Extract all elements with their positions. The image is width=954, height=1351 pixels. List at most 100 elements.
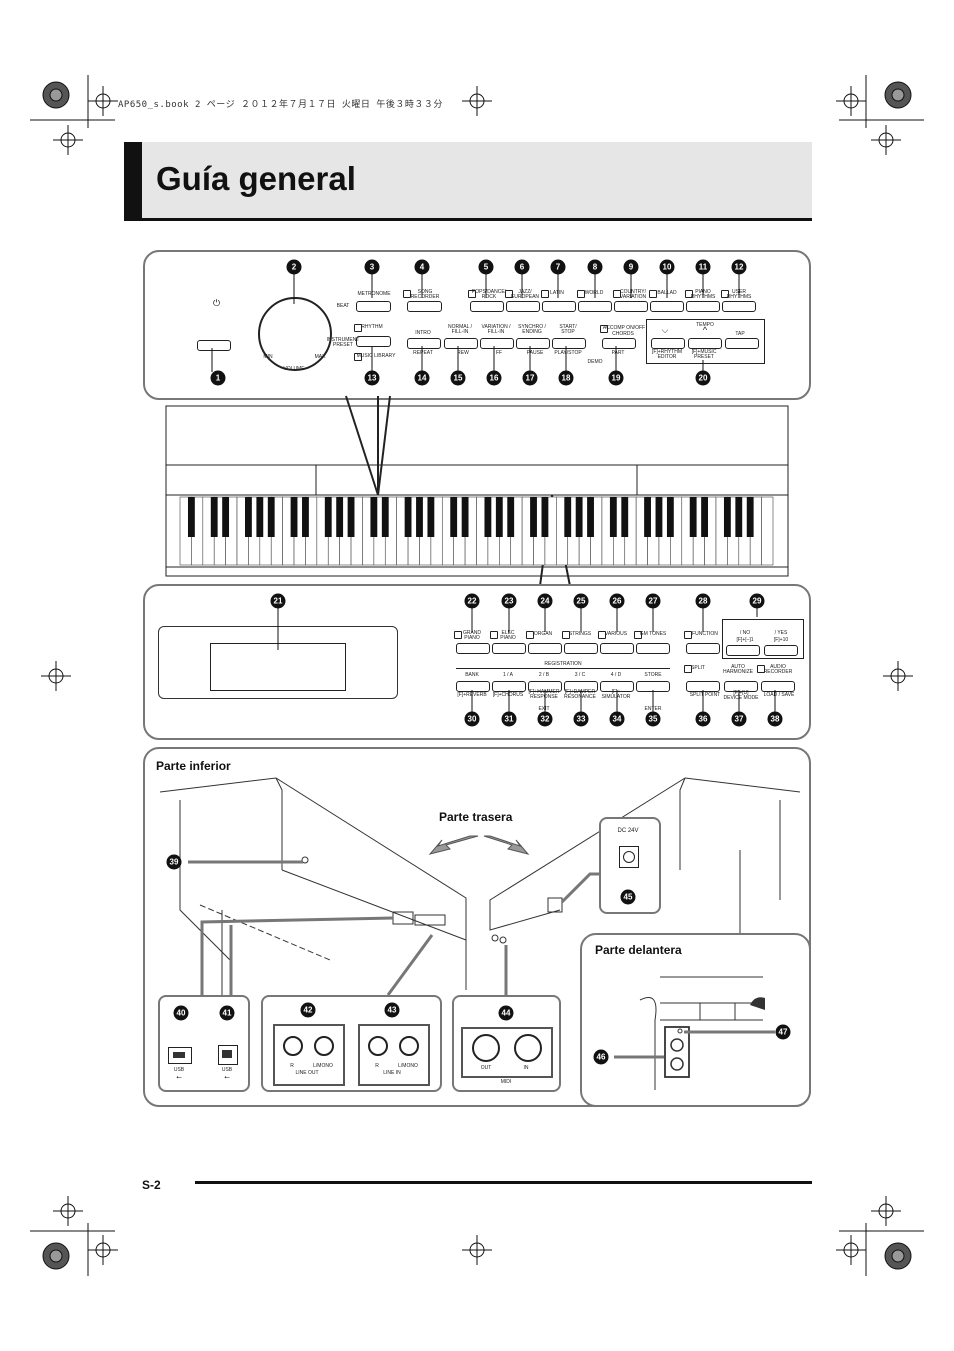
synchro-button[interactable] [516,338,550,349]
callout-42: 42 [300,1002,316,1018]
line-out-r-jack[interactable] [283,1036,303,1056]
metronome-button[interactable] [356,301,391,312]
tone-led-5 [598,631,606,639]
category-button-user-rhythms[interactable] [722,301,756,312]
tone-button-gm-tones[interactable] [636,643,670,654]
pause-label: PAUSE [526,350,544,356]
accomp-led [600,325,608,333]
title-band [124,142,812,221]
parte-delantera-label: Parte delantera [595,943,682,957]
category-button-latin[interactable] [542,301,576,312]
callout-45: 45 [620,889,636,905]
rhythm-button[interactable] [356,336,391,347]
reg-label-4d: 4 / D [610,672,622,678]
category-led-3 [541,290,549,298]
function-button[interactable] [686,643,720,654]
tone-button-various[interactable] [600,643,634,654]
callout-2: 2 [286,259,302,275]
midi-out-jack[interactable] [472,1034,500,1062]
tone-label-elec-piano: ELEC PIANO [500,630,516,641]
tap-button[interactable] [725,338,759,349]
split-led [684,665,692,673]
tone-button-strings[interactable] [564,643,598,654]
volume-knob[interactable] [258,297,332,371]
tempo-down-button[interactable] [651,338,685,349]
start-stop-button[interactable] [552,338,586,349]
synchro-label: SYNCHRO / ENDING [518,324,546,335]
black-key [735,497,743,537]
book-header-line: AP650_s.book 2 ページ ２０１２年７月１７日 火曜日 午後３時３３… [118,100,443,110]
accomp-label: ACCOMP ON/OFF [602,325,646,331]
category-button-jazz[interactable] [506,301,540,312]
line-in-l-jack[interactable] [399,1036,419,1056]
category-button-country[interactable] [614,301,648,312]
tempo-up-button[interactable] [688,338,722,349]
category-button-world[interactable] [578,301,612,312]
intro-button[interactable] [407,338,441,349]
rew-label: REW [457,350,469,356]
callout-31: 31 [501,711,517,727]
category-button-ballad[interactable] [650,301,684,312]
no-button[interactable] [726,645,760,656]
black-key [689,497,697,537]
usb-a-icon: ⭠ [176,1074,182,1081]
callout-21: 21 [270,593,286,609]
callout-14: 14 [414,370,430,386]
callout-37: 37 [731,711,747,727]
callout-34: 34 [609,711,625,727]
song-recorder-button[interactable] [407,301,442,312]
parte-inferior-label: Parte inferior [156,759,231,773]
accomp-button[interactable] [602,338,636,349]
tone-button-organ[interactable] [528,643,562,654]
black-key [655,497,663,537]
callout-11: 11 [695,259,711,275]
callout-10: 10 [659,259,675,275]
callout-27: 27 [645,593,661,609]
category-button-piano-rhythms[interactable] [686,301,720,312]
line-out-l-jack[interactable] [314,1036,334,1056]
black-key [290,497,298,537]
callout-8: 8 [587,259,603,275]
callout-1: 1 [210,370,226,386]
category-label-world: WORLD [584,290,604,296]
song-recorder-label: SONG RECORDER [410,289,440,300]
part-label: PART [611,350,625,356]
category-led-7 [685,290,693,298]
midi-in-jack[interactable] [514,1034,542,1062]
audio-recorder-label: AUDIO RECORDER [763,664,793,675]
category-button-pops[interactable] [470,301,504,312]
normal-fill-button[interactable] [444,338,478,349]
tone-label-grand-piano: GRAND PIANO [462,630,482,641]
rhythm-led [354,324,362,332]
variation-fill-button[interactable] [480,338,514,349]
reg-sub-simulator: [F]+ SIMULATOR [601,689,631,700]
black-key [381,497,389,537]
tempo-up-icon: ^ [702,325,708,335]
line-in-r-jack[interactable] [368,1036,388,1056]
start-stop-label: START/ STOP [559,324,577,335]
tone-led-2 [490,631,498,639]
black-key [564,497,572,537]
callout-6: 6 [514,259,530,275]
audio-recorder-button[interactable] [761,681,795,692]
callout-46: 46 [593,1049,609,1065]
black-key [621,497,629,537]
tone-button-elec-piano[interactable] [492,643,526,654]
tone-button-grand-piano[interactable] [456,643,490,654]
repeat-label: REPEAT [413,350,433,356]
page-number: S-2 [142,1178,161,1192]
category-led-8 [721,290,729,298]
tone-label-various: VARIOUS [604,631,628,637]
callout-16: 16 [486,370,502,386]
tone-led-6 [634,631,642,639]
line-out-label: LINE OUT [295,1070,319,1076]
tone-label-gm-tones: GM TONES [639,631,667,637]
auto-harmonize-button[interactable] [724,681,758,692]
power-button[interactable] [197,340,231,351]
callout-15: 15 [450,370,466,386]
reg-button-bank[interactable] [456,681,490,692]
yes-button[interactable] [764,645,798,656]
